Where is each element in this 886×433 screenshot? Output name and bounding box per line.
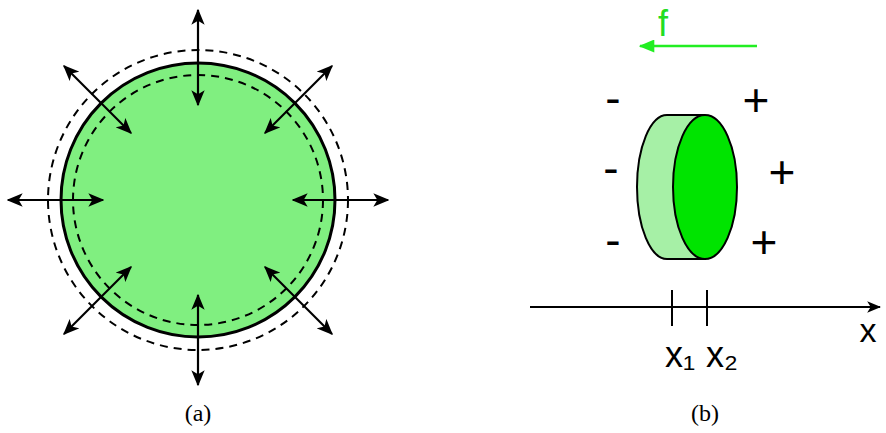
- force-arrow: [640, 45, 757, 48]
- x-axis: [530, 306, 880, 308]
- panel-label: (a): [185, 401, 212, 425]
- charge-sign: -: [603, 145, 618, 191]
- position-label: x₁: [665, 337, 695, 373]
- force-label: f: [658, 6, 668, 42]
- oscillation-arrows: [8, 10, 388, 385]
- axis-label: x: [860, 313, 877, 347]
- charge-sign: +: [769, 149, 796, 195]
- charge-sign: -: [605, 217, 620, 263]
- charge-sign: +: [751, 219, 778, 265]
- slab-front-face: [673, 115, 737, 259]
- panel-label: (b): [691, 401, 719, 425]
- charge-sign: -: [605, 75, 620, 121]
- charge-sign: +: [743, 77, 770, 123]
- position-label: x₂: [706, 337, 738, 373]
- tick: [671, 290, 673, 326]
- tick: [706, 290, 708, 326]
